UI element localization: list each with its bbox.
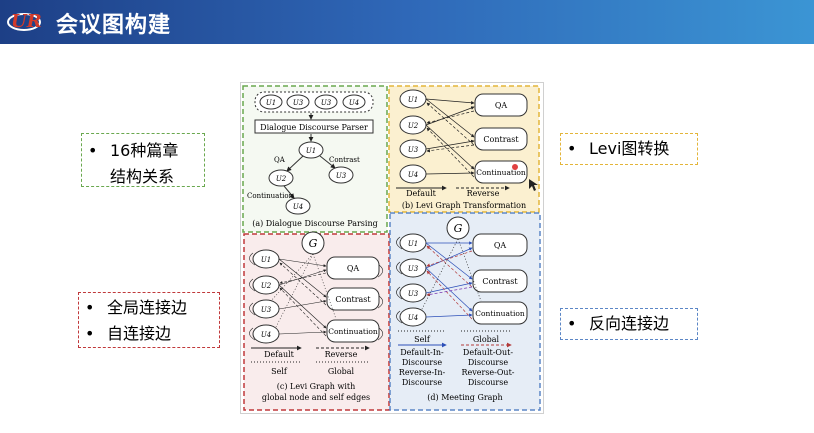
relation-label: Contrast (329, 156, 360, 164)
utterance-label: U3 (321, 99, 332, 107)
panel-c-caption: global node and self edges (262, 393, 370, 402)
panel-a-utterances: U1 U3 U3 U4 (259, 94, 366, 110)
legend-reverse-label: Reverse (467, 189, 500, 198)
relation-node-label: Continuation (476, 168, 526, 177)
relation-node-label: QA (495, 101, 508, 110)
panel-c-caption: (c) Levi Graph with (277, 382, 356, 391)
figure-svg: U1 U3 U3 U4 Dialogue Discourse Parser U1… (242, 85, 541, 411)
discourse-tree: U1 U2 U3 U4 (268, 141, 354, 215)
utterance-label: U4 (349, 99, 359, 107)
page-title: 会议图构建 (56, 13, 172, 38)
legend-label: Default-Out- (463, 348, 513, 357)
relation-node-label: QA (494, 241, 507, 250)
legend-label: Reverse-Out- (461, 368, 514, 377)
legend-label: Discourse (468, 358, 508, 367)
utterance-container (254, 91, 374, 113)
utterance-label: U1 (408, 240, 418, 248)
legend-label: Discourse (468, 378, 508, 387)
legend-label: Reverse-In- (399, 368, 446, 377)
callout-discourse-relations: •16种篇章 结构关系 (81, 133, 205, 187)
parser-box (254, 119, 374, 134)
relation-label: Continuation (247, 192, 294, 200)
global-node-label: G (309, 237, 318, 250)
utterance-label: U3 (261, 306, 272, 314)
utterance-label: U4 (408, 314, 418, 322)
panel-b-utterances: U1 U2 U3 U4 (399, 89, 427, 184)
utterance-label: U3 (408, 290, 419, 298)
utterance-label: U3 (408, 265, 419, 273)
relation-node-label: Contrast (335, 295, 371, 304)
legend-label: Default-In- (400, 348, 444, 357)
callout-levi-transform: •Levi图转换 (560, 133, 698, 165)
utterance-label: U1 (408, 96, 418, 104)
svg-text:UR: UR (11, 11, 42, 32)
cursor-highlight (512, 164, 518, 170)
panel-a-caption: (a) Dialogue Discourse Parsing (252, 219, 378, 228)
utterance-label: U1 (266, 99, 276, 107)
utterance-label: U2 (261, 282, 272, 290)
relation-node-label: Continuation (328, 327, 378, 336)
utterance-label: U2 (276, 175, 287, 183)
callout-global-self-edges: •全局连接边 •自连接边 (78, 292, 220, 348)
utterance-label: U3 (336, 172, 347, 180)
panel-d-relation-nodes: QA Contrast Continuation (472, 233, 528, 325)
callout-line: 反向连接边 (589, 314, 670, 333)
legend-self-label: Self (271, 367, 288, 376)
uir-logo-icon: UR (7, 11, 42, 32)
utterance-label: U1 (261, 256, 271, 264)
callout-reverse-edges: •反向连接边 (560, 308, 698, 340)
legend-global-label: Global (328, 367, 355, 376)
relation-label: QA (274, 156, 286, 164)
callout-line: 全局连接边 (107, 298, 188, 317)
legend-default-label: Default (264, 350, 295, 359)
relation-node-label: QA (347, 264, 360, 273)
legend-label: Discourse (402, 378, 442, 387)
panel-c-relation-nodes: QA Contrast Continuation (326, 256, 380, 343)
utterance-label: U4 (293, 203, 303, 211)
relation-node-label: Contrast (482, 277, 518, 286)
panel-c-edges (249, 252, 384, 341)
utterance-label: U2 (408, 122, 419, 130)
legend-label: Discourse (402, 358, 442, 367)
panel-b-relation-nodes: QA Contrast Continuation (474, 93, 528, 184)
global-node-label: G (454, 222, 463, 235)
utterance-label: U4 (261, 331, 271, 339)
cursor-icon (529, 179, 538, 191)
legend-reverse-label: Reverse (325, 350, 358, 359)
panel-d-edges (396, 236, 482, 324)
utterance-label: U3 (408, 146, 419, 154)
parser-label: Dialogue Discourse Parser (260, 123, 368, 132)
legend-global-label: Global (473, 335, 500, 344)
meeting-graph-figure: U1 U3 U3 U4 Dialogue Discourse Parser U1… (240, 82, 544, 414)
relation-node-label: Continuation (475, 309, 525, 318)
utterance-label: U4 (408, 171, 418, 179)
title-banner: UR 会议图构建 (0, 0, 814, 44)
panel-b-edges (425, 98, 475, 178)
legend-self-label: Self (414, 335, 431, 344)
utterance-label: U1 (306, 147, 316, 155)
callout-line: Levi图转换 (589, 139, 670, 158)
panel-b-caption: (b) Levi Graph Transformation (402, 201, 526, 210)
legend-default-label: Default (406, 189, 437, 198)
callout-line: 结构关系 (110, 167, 175, 186)
panel-d-caption: (d) Meeting Graph (427, 393, 502, 402)
callout-line: 16种篇章 (110, 141, 179, 160)
relation-node-label: Contrast (483, 135, 519, 144)
callout-line: 自连接边 (107, 324, 172, 343)
utterance-label: U3 (293, 99, 304, 107)
